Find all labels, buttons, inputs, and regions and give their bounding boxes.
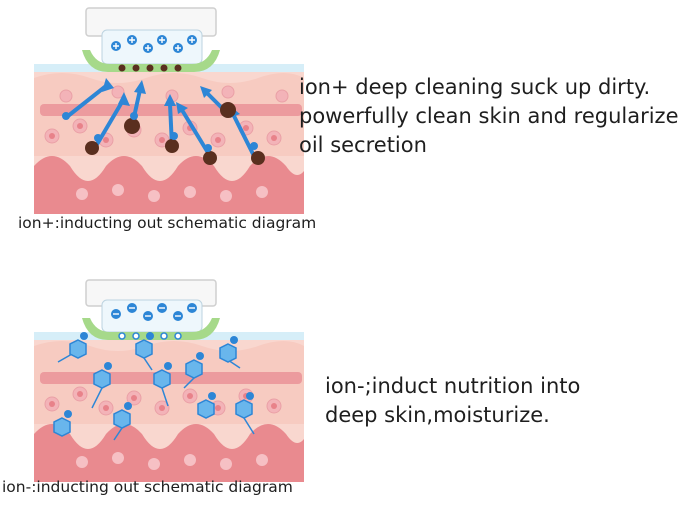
ion-minus-description: ion-;induct nutrition into deep skin,moi… <box>325 372 580 430</box>
ion-minus-description-line-1: ion-;induct nutrition into <box>325 374 581 398</box>
ion-minus-panel: ion-;induct nutrition into deep skin,moi… <box>0 270 682 508</box>
ion-minus-diagram <box>34 279 304 482</box>
ion-plus-caption: ion+:inducting out schematic diagram <box>18 214 317 232</box>
ion-plus-panel: ion+ deep cleaning suck up dirty. powerf… <box>0 0 682 250</box>
ion-minus-caption: ion-:inducting out schematic diagram <box>2 478 293 496</box>
ion-minus-description-line-2: deep skin,moisturize. <box>325 403 550 427</box>
ion-plus-diagram <box>34 7 304 214</box>
ion-plus-description-line-3: oil secretion <box>299 133 427 157</box>
ion-plus-description-line-1: ion+ deep cleaning suck up dirty. <box>299 75 651 99</box>
ion-plus-description: ion+ deep cleaning suck up dirty. powerf… <box>299 73 679 160</box>
ion-plus-description-line-2: powerfully clean skin and regularize <box>299 104 679 128</box>
